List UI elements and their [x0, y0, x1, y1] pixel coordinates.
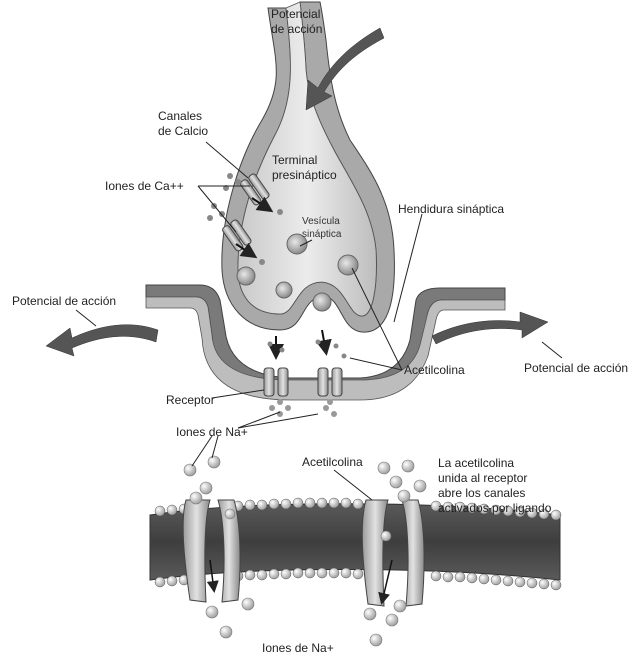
- vesicle: [313, 293, 331, 311]
- label-desc-3: abre los canales: [438, 486, 525, 500]
- label-terminal-1: Terminal: [272, 153, 317, 167]
- cleft-na-ions: [269, 399, 337, 417]
- label-terminal-2: presináptico: [272, 168, 337, 182]
- label-acetilcolina-mid: Acetilcolina: [404, 363, 465, 377]
- label-desc-2: unida al receptor: [438, 471, 527, 485]
- label-iones-na-bottom: Iones de Na+: [262, 641, 334, 655]
- label-canales-1: Canales: [158, 109, 202, 123]
- action-potential-arrow-left: [46, 325, 158, 356]
- label-desc-4: activados por ligando: [438, 501, 552, 515]
- vesicle: [338, 255, 358, 275]
- vesicle: [276, 282, 292, 298]
- vesicle: [237, 267, 255, 285]
- label-desc-1: La acetilcolina: [438, 456, 514, 470]
- label-receptor: Receptor: [166, 393, 215, 407]
- label-iones-na-mid: Iones de Na+: [176, 425, 248, 439]
- cleft-acetylcholine: [268, 340, 347, 359]
- label-hendidura: Hendidura sináptica: [398, 202, 504, 216]
- label-potencial-top-1: Potencial: [271, 7, 320, 21]
- label-iones-ca: Iones de Ca++: [105, 179, 184, 193]
- label-canales-2: de Calcio: [158, 124, 208, 138]
- label-vesicula-1: Vesícula: [302, 216, 340, 227]
- label-acetilcolina-bottom: Acetilcolina: [302, 455, 363, 469]
- label-vesicula-2: sináptica: [302, 229, 342, 240]
- label-potencial-left: Potencial de acción: [12, 294, 116, 308]
- label-potencial-top-2: de acción: [271, 22, 322, 36]
- label-potencial-right: Potencial de acción: [524, 361, 628, 375]
- action-potential-arrow-right: [432, 312, 548, 344]
